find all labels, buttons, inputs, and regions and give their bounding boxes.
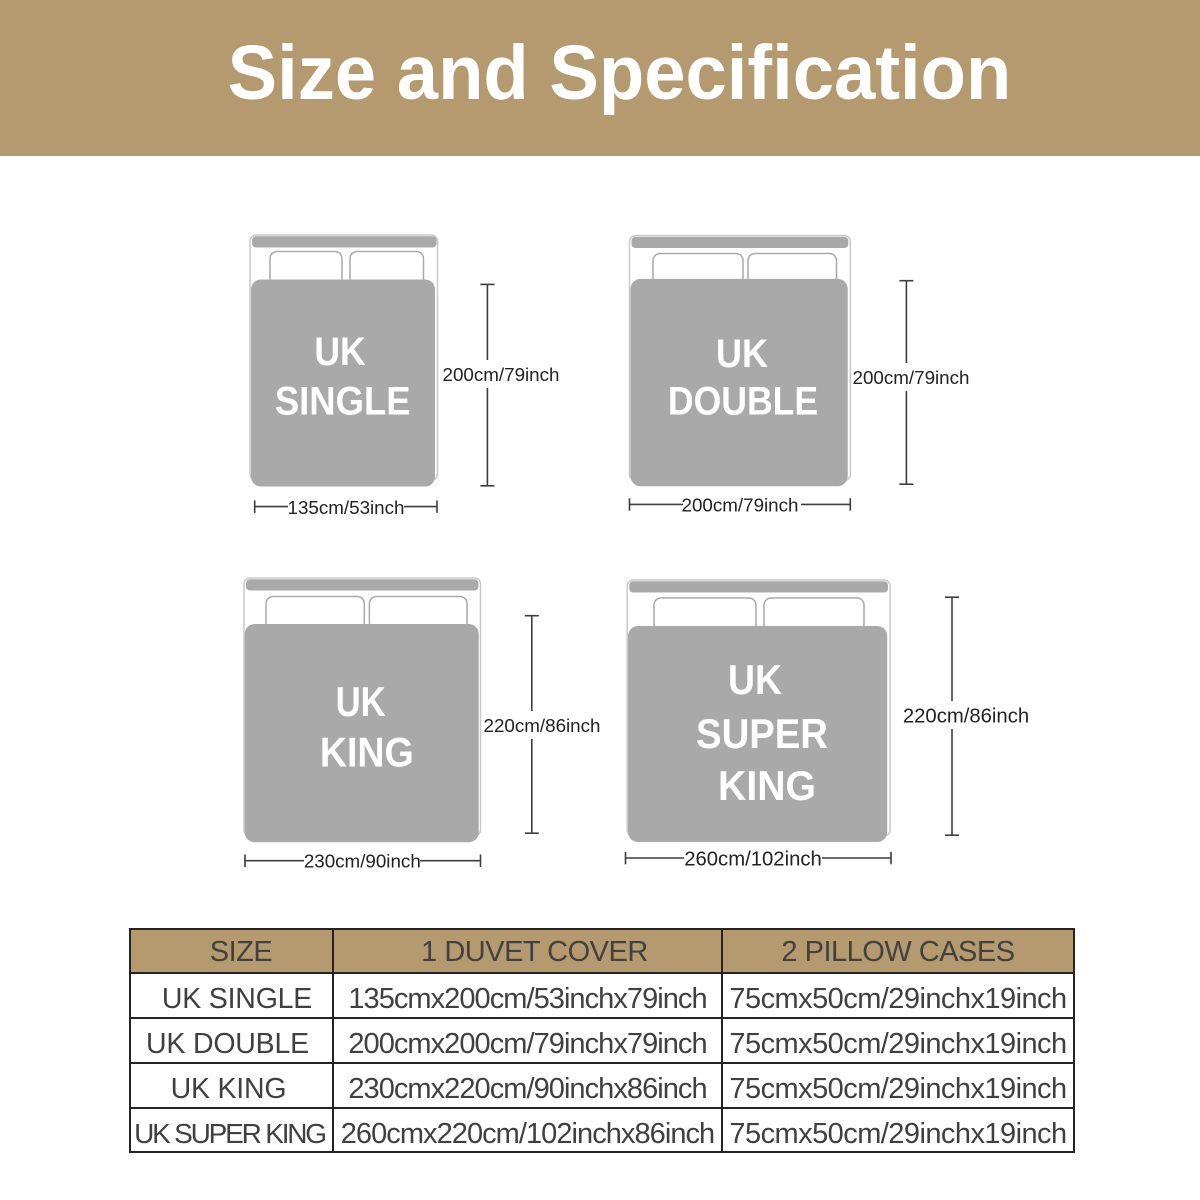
svg-text:260cm/102inch: 260cm/102inch [684, 848, 822, 870]
svg-text:UK: UK [728, 657, 782, 703]
svg-text:230cm/90inch: 230cm/90inch [304, 851, 421, 872]
svg-text:UK: UK [716, 331, 769, 376]
svg-text:135cm/53inch: 135cm/53inch [288, 497, 405, 518]
svg-text:KING: KING [320, 730, 414, 776]
svg-text:DOUBLE: DOUBLE [668, 380, 818, 424]
svg-text:SUPER: SUPER [696, 710, 828, 757]
svg-text:220cm/86inch: 220cm/86inch [903, 706, 1029, 728]
svg-text:KING: KING [718, 762, 816, 810]
svg-text:UK: UK [314, 330, 365, 374]
svg-text:SINGLE: SINGLE [275, 379, 411, 424]
svg-text:200cm/79inch: 200cm/79inch [443, 364, 560, 385]
svg-text:UK: UK [336, 679, 386, 726]
svg-text:220cm/86inch: 220cm/86inch [484, 715, 601, 736]
svg-text:200cm/79inch: 200cm/79inch [853, 367, 970, 388]
svg-text:200cm/79inch: 200cm/79inch [682, 494, 799, 515]
